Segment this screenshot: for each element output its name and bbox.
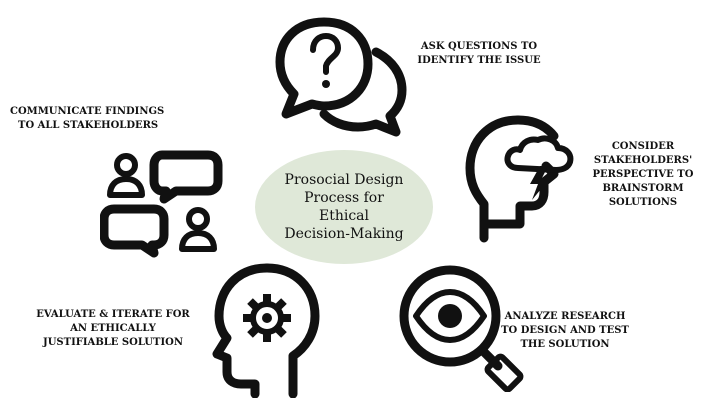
step-line: BRAINSTORM: [602, 183, 684, 194]
center-title: Prosocial Design Process for Ethical Dec…: [284, 171, 403, 243]
step-ask-label: ASK QUESTIONS TO IDENTIFY THE ISSUE: [415, 40, 543, 68]
step-line: TO DESIGN AND TEST: [501, 325, 629, 336]
step-line: TO ALL STAKEHOLDERS: [18, 120, 159, 131]
head-gear-icon: [205, 258, 330, 399]
step-consider-label: CONSIDER STAKEHOLDERS' PERSPECTIVE TO BR…: [588, 140, 698, 210]
center-title-line: Prosocial Design: [284, 172, 404, 188]
step-line: AN ETHICALLY: [70, 323, 156, 334]
step-line: PERSPECTIVE TO: [592, 169, 694, 180]
step-line: THE SOLUTION: [520, 339, 610, 350]
center-title-line: Decision-Making: [284, 226, 404, 242]
step-line: IDENTIFY THE ISSUE: [417, 55, 541, 66]
center-title-line: Ethical: [318, 208, 369, 224]
step-line: COMMUNICATE FINDINGS: [10, 106, 165, 117]
eye-magnifier-icon: [390, 262, 530, 393]
step-analyze-label: ANALYZE RESEARCH TO DESIGN AND TEST THE …: [495, 310, 635, 352]
step-line: STAKEHOLDERS': [593, 155, 693, 166]
center-title-line: Process for: [304, 190, 384, 206]
step-line: SOLUTIONS: [608, 197, 678, 208]
step-evaluate-label: EVALUATE & ITERATE FOR AN ETHICALLY JUST…: [28, 308, 198, 350]
step-line: JUSTIFIABLE SOLUTION: [42, 337, 184, 348]
question-speech-bubbles-icon: [272, 10, 412, 140]
step-line: EVALUATE & ITERATE FOR: [36, 309, 190, 320]
center-ellipse: Prosocial Design Process for Ethical Dec…: [255, 150, 433, 264]
step-communicate-label: COMMUNICATE FINDINGS TO ALL STAKEHOLDERS: [10, 105, 190, 133]
step-line: ASK QUESTIONS TO: [420, 41, 538, 52]
step-line: ANALYZE RESEARCH: [504, 311, 626, 322]
step-line: CONSIDER: [611, 141, 675, 152]
people-chat-icon: [99, 145, 225, 260]
head-storm-cloud-icon: [458, 110, 583, 245]
